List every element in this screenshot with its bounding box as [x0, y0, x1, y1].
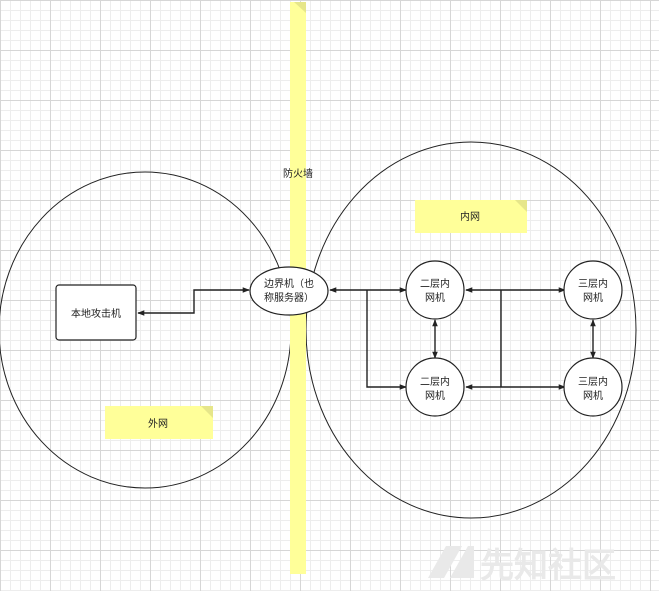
- attacker-node: 本地攻击机: [55, 284, 137, 341]
- layer3-node-top: 三层内 网机: [563, 260, 623, 320]
- layer3-top-label-line1: 三层内: [578, 277, 608, 290]
- inner-network-region: [305, 141, 637, 519]
- inner-network-label: 内网: [460, 210, 480, 223]
- layer3-bottom-label-line2: 网机: [583, 389, 603, 402]
- border-host-node: 边界机（也 称服务器）: [249, 266, 329, 316]
- layer3-node-bottom: 三层内 网机: [563, 357, 623, 417]
- connectors: [137, 287, 596, 390]
- layer3-bottom-label-line1: 三层内: [578, 375, 608, 388]
- layer3-top-label-line2: 网机: [583, 291, 603, 304]
- layer2-node-top: 二层内 网机: [405, 260, 465, 320]
- border-host-label-line1: 边界机（也: [264, 277, 314, 290]
- layer2-bottom-label-line2: 网机: [425, 389, 445, 402]
- outer-network-label: 外网: [148, 418, 168, 430]
- layer2-bottom-label-line1: 二层内: [420, 375, 450, 388]
- firewall-fold: [294, 2, 306, 13]
- watermark-text: 先知社区: [480, 546, 616, 586]
- firewall-label: 防火墙: [283, 167, 313, 180]
- layer2-top-label-line2: 网机: [425, 291, 445, 304]
- attacker-label: 本地攻击机: [71, 307, 121, 320]
- outer-network-region: [0, 171, 292, 489]
- watermark-logo-icon: [428, 546, 474, 578]
- link-trunk-layer2-bottom: [366, 290, 407, 390]
- outer-network-note: 外网: [105, 406, 213, 439]
- inner-network-note: 内网: [415, 200, 527, 233]
- link-attacker-border: [137, 287, 250, 316]
- layer2-node-bottom: 二层内 网机: [405, 357, 465, 417]
- layer2-top-label-line1: 二层内: [420, 277, 450, 290]
- watermark: 先知社区: [428, 546, 616, 586]
- border-host-label-line2: 称服务器）: [264, 291, 314, 304]
